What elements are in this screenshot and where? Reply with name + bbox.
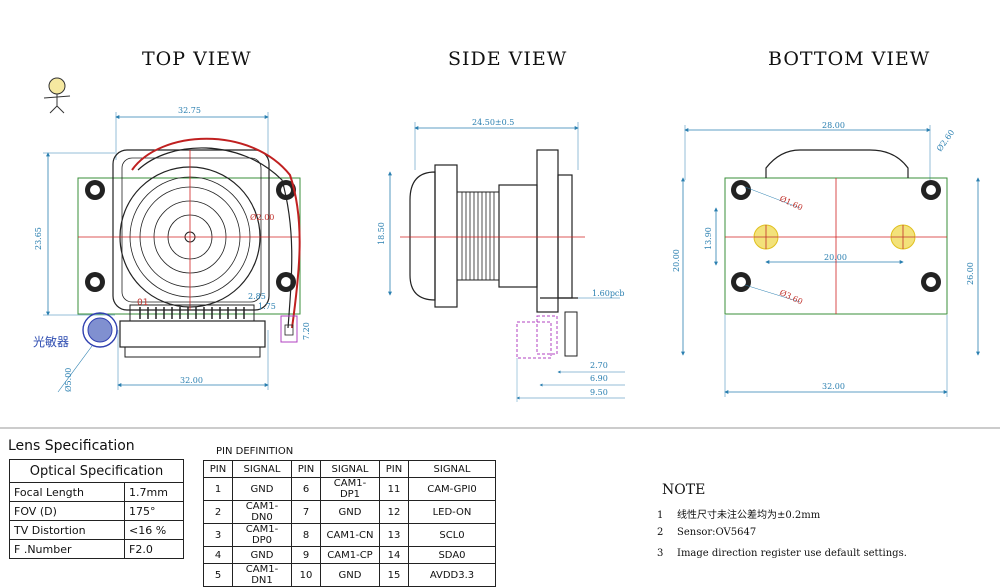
connector-height-dim: 7.20 bbox=[302, 322, 311, 340]
pin-one-label: 01 bbox=[137, 298, 149, 308]
stick-figure-logo bbox=[43, 77, 71, 114]
table-header-row: PIN SIGNAL PIN SIGNAL PIN SIGNAL bbox=[203, 460, 496, 478]
pcb-thickness-dim: 1.60pcb bbox=[592, 289, 625, 298]
bottom-view-title: BOTTOM VIEW bbox=[768, 48, 931, 70]
filter-dia-dim: Ø5.00 bbox=[64, 367, 73, 392]
drawing-canvas bbox=[0, 77, 1000, 429]
side-view-title: SIDE VIEW bbox=[448, 48, 568, 70]
note-title: NOTE bbox=[662, 482, 706, 498]
top-view-drawing bbox=[43, 77, 301, 393]
bottom-inner-height-dim: 13.90 bbox=[704, 227, 713, 250]
bottom-view-drawing bbox=[681, 125, 980, 397]
bottom-width-dim: 28.00 bbox=[822, 121, 845, 130]
light-sensor-label: 光敏器 bbox=[33, 335, 70, 349]
lens-spec-title: Lens Specification bbox=[8, 438, 135, 454]
side-d3-dim: 9.50 bbox=[590, 388, 608, 397]
side-width-dim: 24.50±0.5 bbox=[472, 118, 515, 127]
top-height-dim: 23.65 bbox=[34, 227, 43, 250]
top-hole-dim: Ø2.00 bbox=[250, 213, 275, 222]
pin-definition-title: PIN DEFINITION bbox=[216, 446, 294, 457]
side-view-drawing bbox=[388, 122, 625, 402]
top-view-title: TOP VIEW bbox=[142, 48, 252, 70]
bottom-center-dim: 20.00 bbox=[824, 253, 847, 262]
bottom-base-width-dim: 32.00 bbox=[822, 382, 845, 391]
table-row: TV Distortion<16 % bbox=[9, 520, 184, 540]
bottom-right-height-dim: 26.00 bbox=[966, 262, 975, 285]
bottom-left-height-dim: 20.00 bbox=[672, 249, 681, 272]
optical-spec-header: Optical Specification bbox=[9, 459, 184, 483]
side-d1-dim: 2.70 bbox=[590, 361, 608, 370]
side-height-dim: 18.50 bbox=[377, 222, 386, 245]
side-d2-dim: 6.90 bbox=[590, 374, 608, 383]
top-bottom-width-dim: 32.00 bbox=[180, 376, 203, 385]
pitch-a-dim: 2.85 bbox=[248, 292, 266, 301]
table-row: FOV (D)175° bbox=[9, 501, 184, 521]
top-width-dim: 32.75 bbox=[178, 106, 201, 115]
pitch-b-dim: 1.75 bbox=[258, 302, 276, 311]
